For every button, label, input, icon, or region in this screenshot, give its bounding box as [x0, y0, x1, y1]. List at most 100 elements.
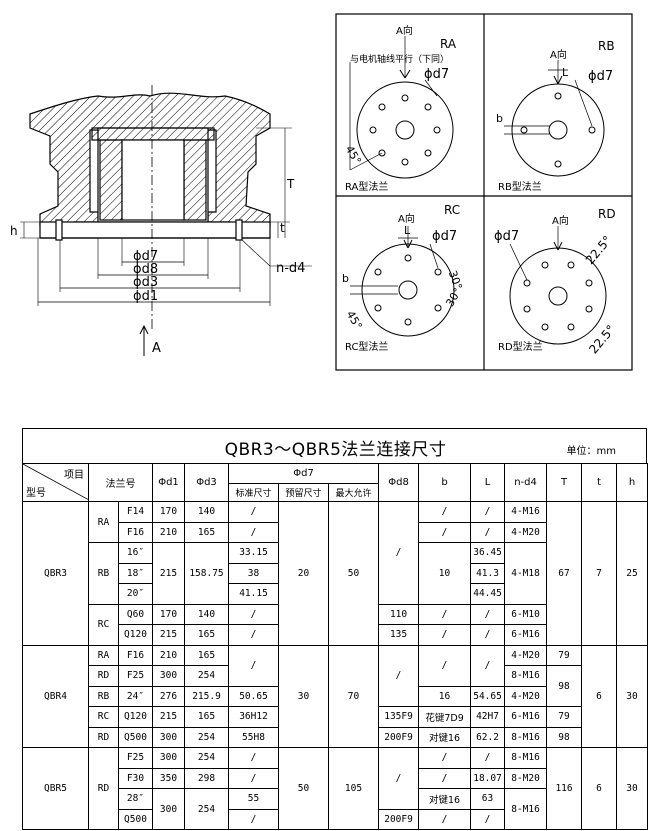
- cell-h: 25: [616, 501, 649, 646]
- cell-b: 花键7D9: [418, 706, 472, 728]
- cell-d1: 350: [152, 767, 185, 789]
- table-row: 28″ 300 254 55 对键16 63 8-M16: [23, 788, 648, 830]
- table-unit: 单位：mm: [566, 446, 616, 457]
- section-view: [20, 85, 312, 356]
- cell-L: 54.65: [470, 685, 506, 707]
- ra-code: RA: [440, 37, 457, 51]
- cell-T: 98: [546, 726, 583, 748]
- dim-d3: ϕd3: [133, 275, 158, 290]
- header-nd4: n-d4: [504, 463, 548, 502]
- cell-nd4: 4-M20: [504, 685, 548, 707]
- cell-d7-std: /: [228, 603, 279, 625]
- dimension-table: QBR3～QBR5法兰连接尺寸 单位：mm 项目 型号 法兰号 Φd1 Φd3 …: [22, 428, 649, 830]
- dim-nd4: n-d4: [276, 261, 305, 276]
- cell-nd4: 8-M16: [504, 747, 548, 769]
- cell-L: /: [470, 501, 506, 523]
- cell-model: QBR3: [22, 501, 89, 646]
- cell-d1: 210: [152, 644, 185, 666]
- cell-d3: 140: [184, 501, 229, 523]
- ra-view: [349, 36, 454, 179]
- cell-L: 44.45: [470, 583, 506, 605]
- table-row: Q500 / 200F9 / /: [23, 808, 648, 830]
- cell-d7-max: 70: [327, 644, 380, 748]
- cell-d1: 170: [152, 603, 185, 625]
- ra-caption: RA型法兰: [345, 180, 388, 193]
- cell-nd4: 4-M16: [504, 501, 548, 523]
- table-row: QBR5 RD F25 300 254 / 50 105 / / / 8-M16…: [22, 747, 649, 830]
- cell-nd4: 4-M20: [504, 644, 548, 666]
- cell-flange-type: RC: [88, 603, 119, 646]
- rc-code: RC: [444, 203, 460, 217]
- cell-d3: 254: [184, 726, 229, 748]
- cell-T: 98: [546, 665, 583, 707]
- view-a-label: A: [152, 341, 161, 356]
- header-d1: Φd1: [152, 463, 185, 502]
- rb-code: RB: [598, 39, 615, 53]
- header-T: T: [546, 463, 583, 502]
- cell-flange-no: Q120: [118, 706, 153, 728]
- dim-d1: ϕd1: [133, 289, 158, 304]
- cell-flange-no: F25: [118, 747, 153, 769]
- cell-d1: 215: [152, 624, 185, 646]
- cell-b: /: [418, 603, 472, 625]
- cell-L: 42H7: [470, 706, 506, 728]
- cell-flange-no: Q500: [118, 726, 153, 748]
- cell-L: 36.45: [470, 542, 506, 564]
- cell-d3: 165: [184, 706, 229, 728]
- cell-d7-std: /: [228, 808, 279, 830]
- cell-nd4: 8-M16: [504, 788, 548, 830]
- cell-nd4: 8-M16: [504, 726, 548, 748]
- header-d7-std: 标准尺寸: [228, 483, 279, 502]
- cell-flange-type: RD: [88, 665, 119, 687]
- dim-T: T: [286, 177, 295, 191]
- cell-d1: 300: [152, 788, 185, 830]
- rb-L: L: [562, 66, 569, 79]
- cell-flange-no: Q60: [118, 603, 153, 625]
- cell-nd4: 6-M10: [504, 603, 548, 625]
- header-d8: Φd8: [378, 463, 420, 502]
- cell-L: 62.2: [470, 726, 506, 748]
- table-row: RD F25 300 254 8-M16 98: [23, 665, 648, 707]
- cell-d1: 210: [152, 521, 185, 543]
- dim-d8: ϕd8: [133, 262, 158, 277]
- cell-d3: 158.75: [184, 542, 229, 605]
- cell-d7-std: /: [228, 624, 279, 646]
- rc-view: [350, 226, 455, 337]
- table-title-bar: QBR3～QBR5法兰连接尺寸 单位：mm: [22, 428, 647, 464]
- cell-d3: 165: [184, 644, 229, 666]
- cell-d8: 110: [378, 603, 420, 625]
- header-t: t: [581, 463, 618, 502]
- header-L: L: [470, 463, 506, 502]
- cell-flange-no: 16″: [118, 542, 153, 564]
- header-item: 项目: [64, 470, 84, 481]
- cell-b: 16: [418, 685, 472, 707]
- cell-d1: 300: [152, 747, 185, 769]
- ra-d7: ϕd7: [424, 67, 449, 82]
- cell-L: 18.07: [470, 767, 506, 789]
- rd-caption: RD型法兰: [498, 340, 543, 353]
- cell-nd4: 6-M16: [504, 706, 548, 728]
- cell-flange-type: RA: [88, 501, 119, 543]
- cell-d7-std: /: [228, 747, 279, 769]
- cell-d3: 254: [184, 788, 229, 830]
- cell-flange-type: RC: [88, 706, 119, 728]
- cell-b: /: [418, 501, 472, 523]
- cell-d1: 215: [152, 542, 185, 605]
- cell-d3: 254: [184, 747, 229, 769]
- cell-d8: /: [378, 501, 420, 605]
- cell-d1: 276: [152, 685, 185, 707]
- cell-model: QBR4: [22, 644, 89, 748]
- cell-d3: 140: [184, 603, 229, 625]
- cell-d8: /: [378, 644, 420, 707]
- cell-L: /: [470, 603, 506, 625]
- rd-angle1: 22.5°: [583, 233, 615, 267]
- cell-d1: 300: [152, 665, 185, 687]
- cell-t: 6: [581, 747, 618, 830]
- flange-drawing: A ϕd7 ϕd8 ϕd3 ϕd1 h T t n-d4 RA A向 与电机轴线…: [10, 13, 633, 371]
- cell-d8: /: [378, 747, 420, 810]
- cell-b: /: [418, 644, 472, 687]
- table-title: QBR3～QBR5法兰连接尺寸: [224, 440, 447, 460]
- cell-nd4: 6-M16: [504, 624, 548, 646]
- rb-b: b: [496, 112, 503, 125]
- rd-code: RD: [598, 207, 616, 221]
